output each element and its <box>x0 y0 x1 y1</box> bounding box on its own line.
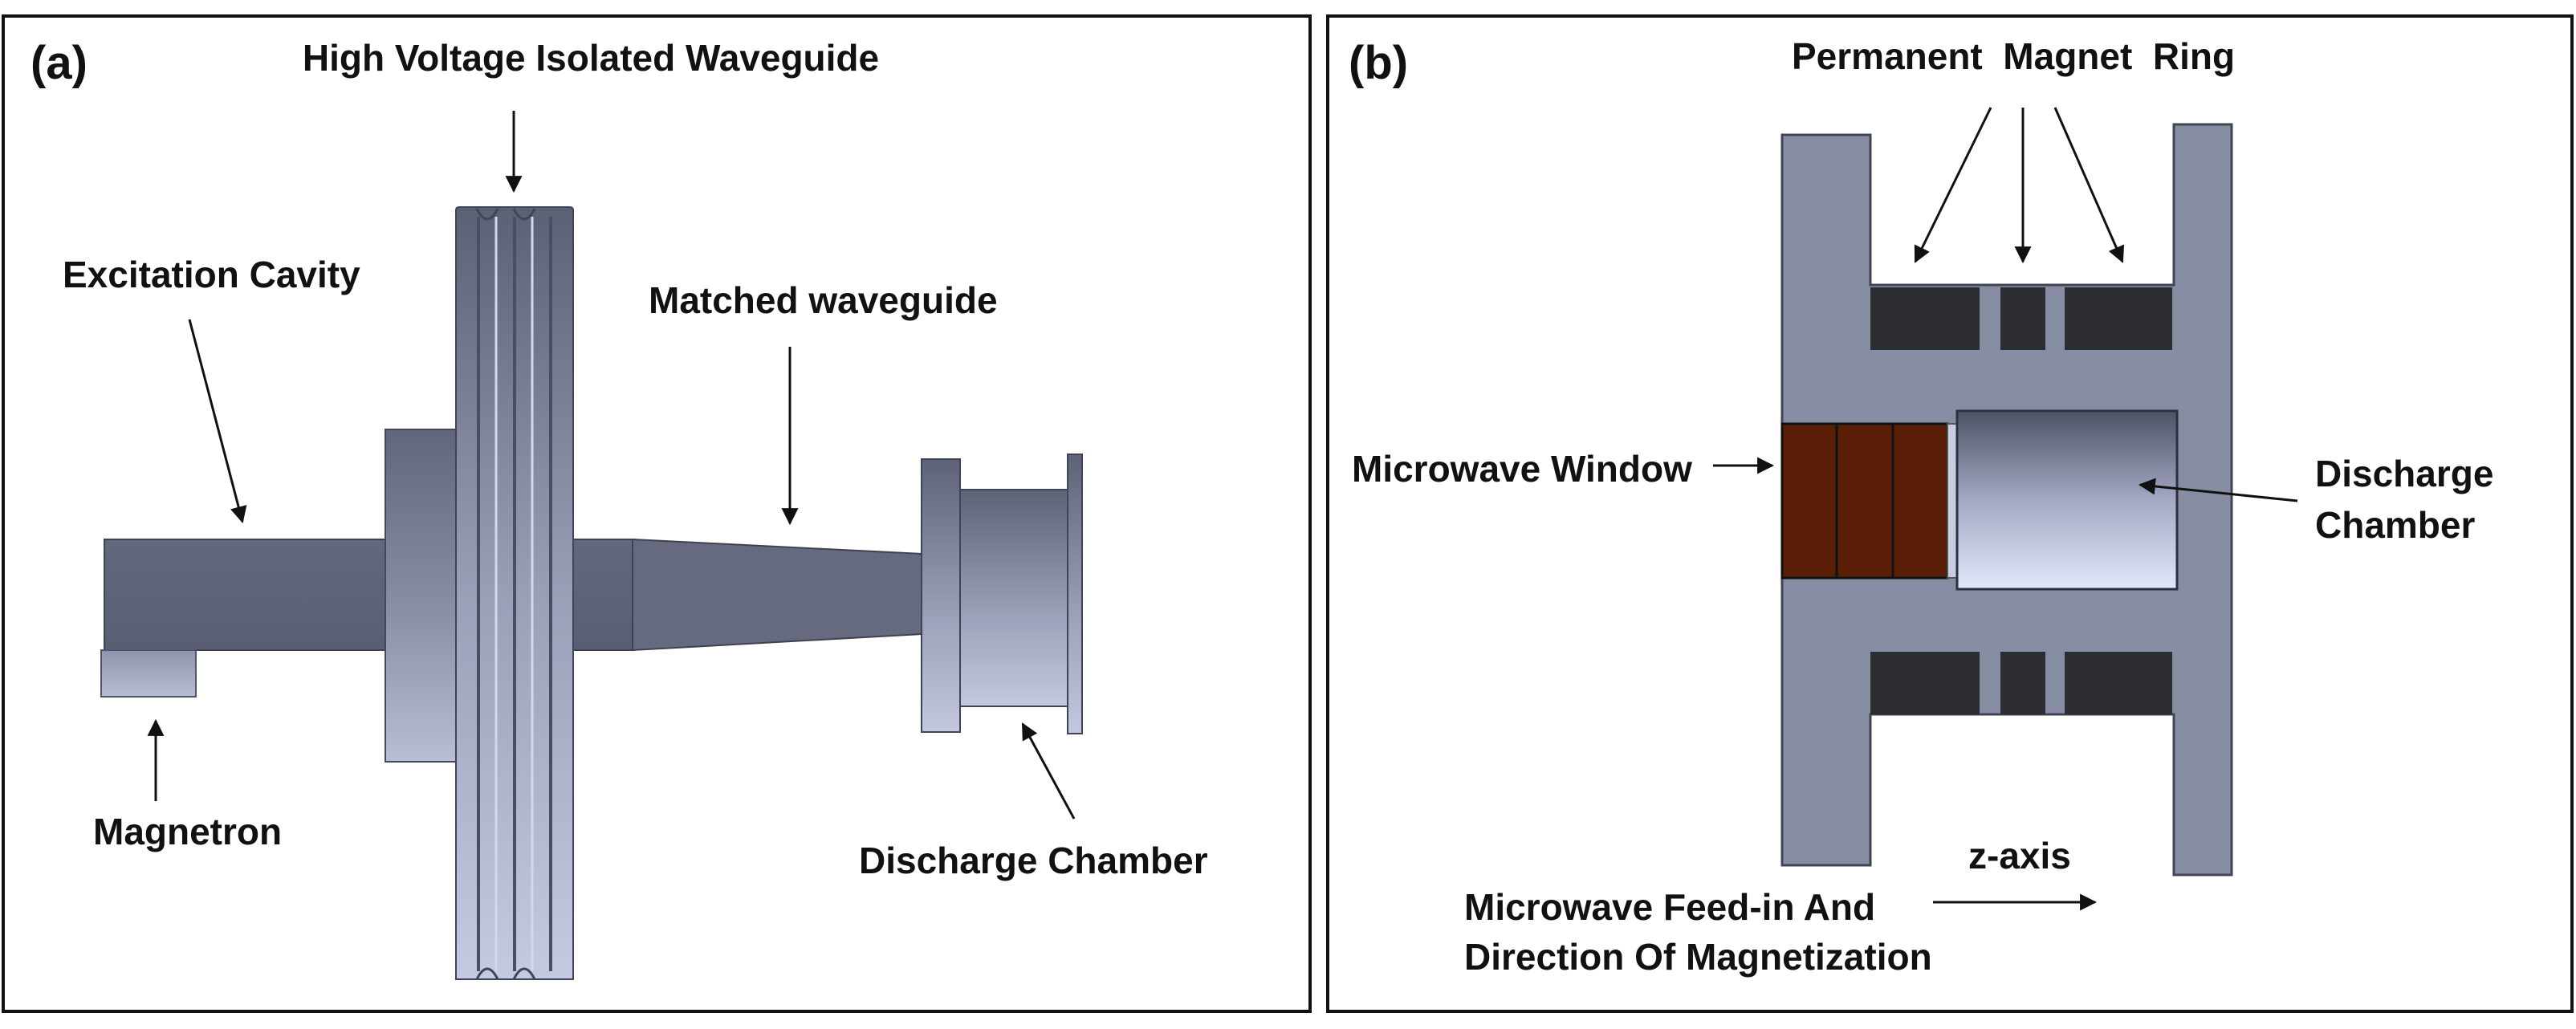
panel-b-label: (b) <box>1349 37 1408 89</box>
panel-b-frame <box>1326 14 2574 1013</box>
arrow-magnet-left <box>1914 107 1992 263</box>
panel-a-frame <box>2 14 1312 1013</box>
waveguide-flange <box>385 429 460 763</box>
chamber-body <box>959 489 1068 707</box>
chamber-flange-right <box>1067 453 1083 734</box>
label-z-axis: z-axis <box>1968 835 2071 876</box>
microwave-window <box>1780 422 1958 580</box>
magnet-ring-bottom-left <box>1870 652 1980 714</box>
magnet-ring-top-left <box>1870 287 1980 350</box>
waveguide-connector <box>568 539 635 651</box>
magnet-ring-bottom-right <box>2065 652 2172 714</box>
high-voltage-isolated-waveguide <box>455 206 574 980</box>
magnet-ring-top-right <box>2065 287 2172 350</box>
arrow-discharge-chamber-a <box>1021 722 1076 820</box>
label-discharge-chamber-b-line1: Discharge <box>2315 453 2493 494</box>
label-matched-waveguide: Matched waveguide <box>649 279 998 321</box>
discharge-chamber-b <box>1955 409 2179 591</box>
label-discharge-chamber-a: Discharge Chamber <box>859 840 1208 881</box>
arrow-excitation-cavity <box>188 319 247 524</box>
label-magnetron: Magnetron <box>93 811 282 852</box>
magnet-ring-bottom-center <box>2000 652 2045 714</box>
excitation-cavity <box>104 539 394 651</box>
label-feed-in-line2: Direction Of Magnetization <box>1464 936 1932 978</box>
panel-a-label: (a) <box>31 37 87 89</box>
matched-waveguide-body <box>632 538 922 652</box>
label-high-voltage-waveguide: High Voltage Isolated Waveguide <box>303 37 879 79</box>
label-discharge-chamber-b-line2: Chamber <box>2315 504 2475 546</box>
arrow-discharge-chamber-b <box>2138 478 2298 502</box>
label-excitation-cavity: Excitation Cavity <box>63 254 360 295</box>
label-microwave-window: Microwave Window <box>1352 448 1692 490</box>
magnet-ring-top-center <box>2000 287 2045 350</box>
magnetron <box>100 649 197 698</box>
label-permanent-magnet-ring: Permanent Magnet Ring <box>1792 35 2235 77</box>
arrow-magnet-right <box>2053 107 2125 263</box>
label-feed-in-line1: Microwave Feed-in And <box>1464 886 1875 928</box>
chamber-flange-left <box>921 458 961 733</box>
